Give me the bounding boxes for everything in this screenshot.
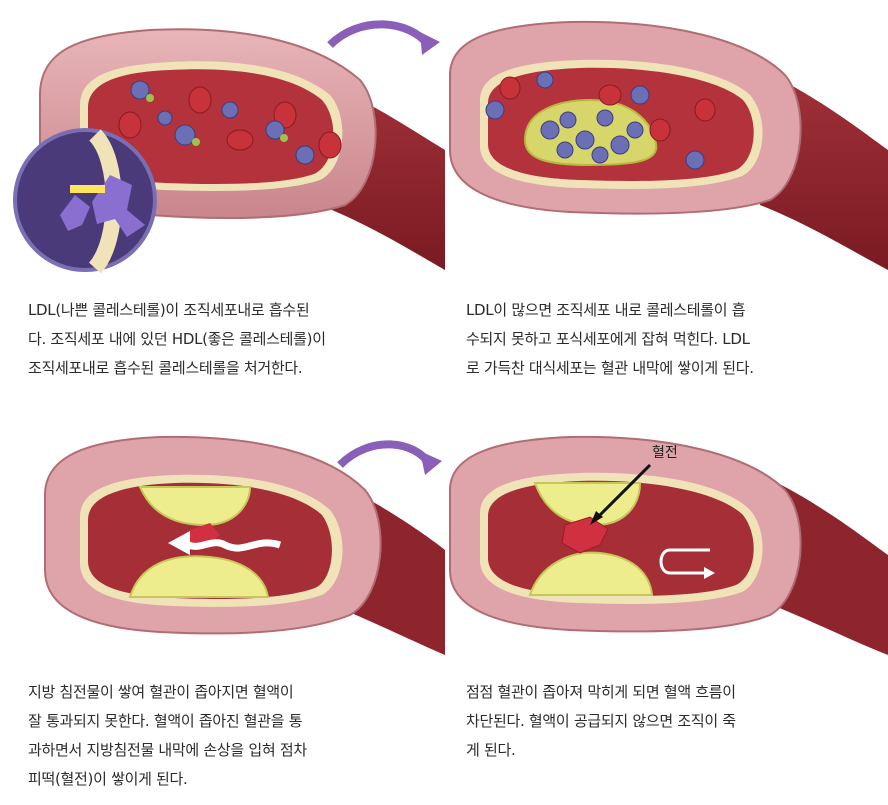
caption-panel-4: 점점 혈관이 좁아져 막히게 되면 혈액 흐름이 차단된다. 혈액이 공급되지 … (466, 678, 736, 765)
caption-line: 점점 혈관이 좁아져 막히게 되면 혈액 흐름이 (466, 678, 736, 707)
caption-line: 조직세포내로 흡수된 콜레스테롤을 처거한다. (28, 354, 326, 383)
caption-line: 차단된다. 혈액이 공급되지 않으면 조직이 죽 (466, 707, 736, 736)
caption-line: 로 가득찬 대식세포는 혈관 내막에 쌓이게 된다. (466, 354, 754, 383)
caption-line: 지방 침전물이 쌓여 혈관이 좁아지면 혈액이 (28, 678, 307, 707)
caption-panel-1: LDL(나쁜 콜레스테롤)이 조직세포내로 흡수된 다. 조직세포 내에 있던 … (28, 296, 326, 383)
caption-line: 수되지 못하고 포식세포에게 잡혀 먹힌다. LDL (466, 325, 754, 354)
vessel-illustration-1 (0, 0, 445, 285)
caption-line: 잘 통과되지 못한다. 혈액이 좁아진 혈관을 통 (28, 707, 307, 736)
caption-line: 피떡(혈전)이 쌓이게 된다. (28, 765, 307, 794)
caption-panel-2: LDL이 많으면 조직세포 내로 콜레스테롤이 흡 수되지 못하고 포식세포에게… (466, 296, 754, 383)
vessel-illustration-2 (440, 0, 888, 285)
caption-line: 과하면서 지방침전물 내막에 손상을 입혀 점차 (28, 736, 307, 765)
caption-line: 게 된다. (466, 736, 736, 765)
caption-line: 다. 조직세포 내에 있던 HDL(좋은 콜레스테롤)이 (28, 325, 326, 354)
caption-line: LDL(나쁜 콜레스테롤)이 조직세포내로 흡수된 (28, 296, 326, 325)
vessel-illustration-3 (0, 425, 445, 655)
caption-panel-3: 지방 침전물이 쌓여 혈관이 좁아지면 혈액이 잘 통과되지 못한다. 혈액이 … (28, 678, 307, 794)
caption-line: LDL이 많으면 조직세포 내로 콜레스테롤이 흡 (466, 296, 754, 325)
clot-label: 혈전 (652, 442, 678, 462)
